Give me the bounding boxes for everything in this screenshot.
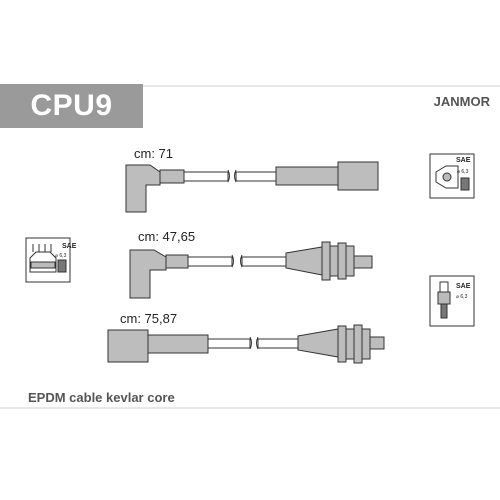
cable-1-straight-boot [337, 161, 379, 191]
cable-1-length: cm: 71 [134, 146, 174, 161]
cable-1-angled-boot [125, 164, 161, 213]
icon-3-badge: SAE [456, 283, 471, 290]
cable-3-straight-boot [107, 329, 149, 363]
icon-2-spec: ⌀ 6,3 [457, 169, 469, 175]
icon-2-badge: SAE [456, 157, 471, 164]
cable-3-terminal [369, 336, 385, 350]
cable-3-wire-left [207, 338, 251, 349]
brand-name: JANMOR [433, 94, 490, 109]
cable-2-terminal [353, 255, 373, 269]
cable-3-length: cm: 75,87 [120, 311, 178, 326]
icon-1-badge: SAE [62, 243, 77, 250]
cable-2-length: cm: 47,65 [138, 229, 196, 244]
icon-3-spec: ⌀ 6,3 [456, 294, 468, 300]
product-code: CPU9 [0, 84, 143, 128]
icon-1-spec: ⌀ 6,3 [55, 253, 67, 259]
cable-1-wire-left [183, 171, 229, 182]
cable-2-wire-left [187, 256, 233, 267]
cable-2-angled-boot [129, 249, 167, 299]
material-note: EPDM cable kevlar core [28, 390, 175, 405]
